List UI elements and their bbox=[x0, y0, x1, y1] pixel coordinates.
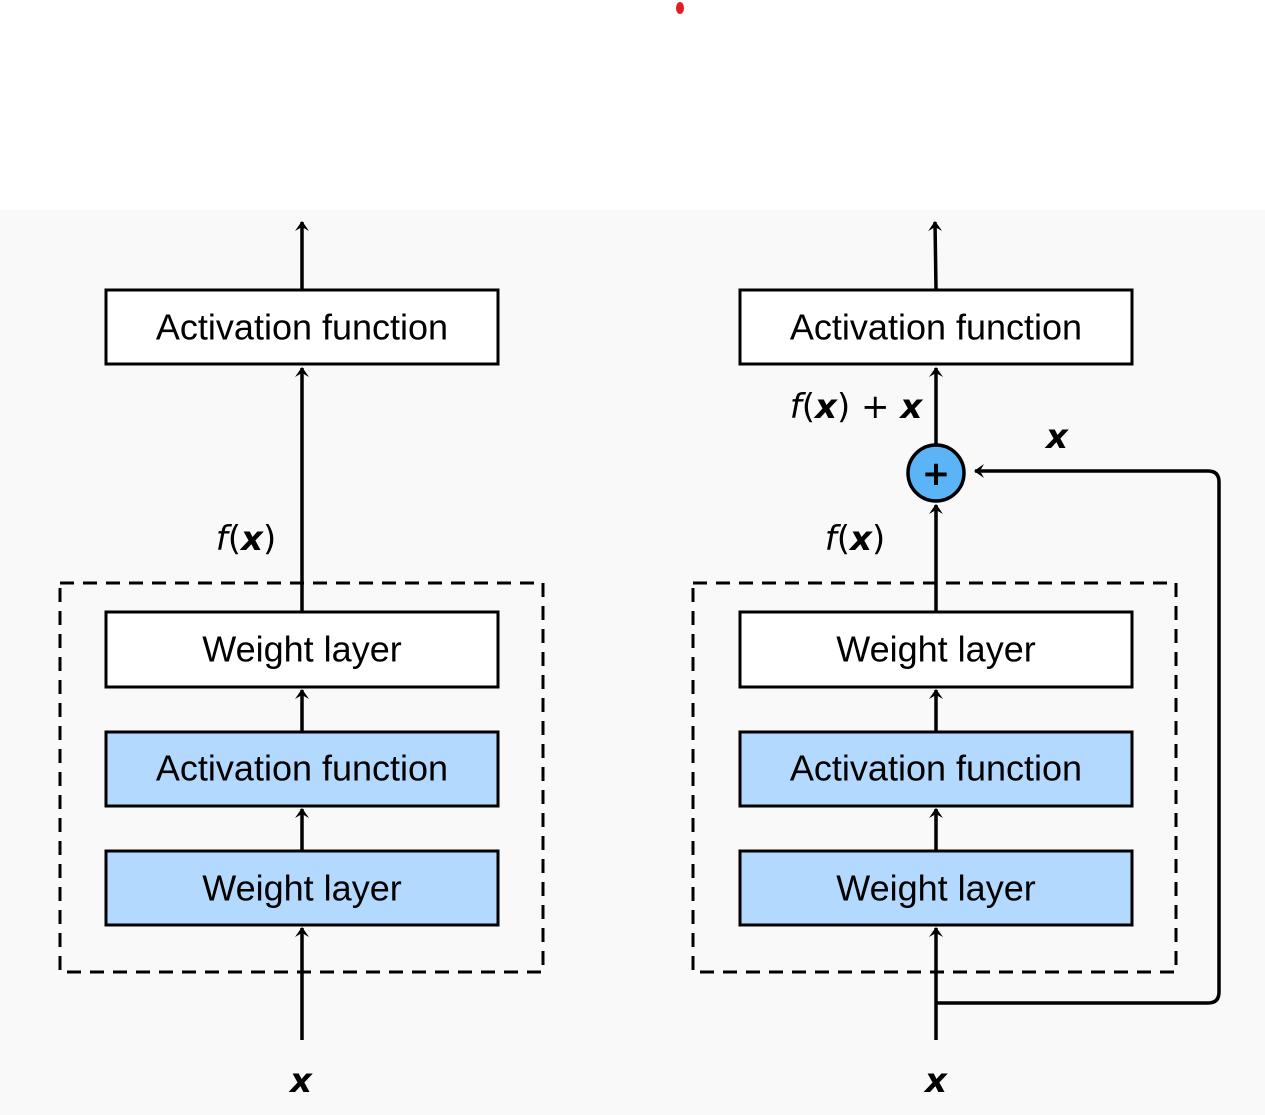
right-lower-weight-label: Weight layer bbox=[836, 868, 1035, 909]
right-residual-block: + Activation function Weight layer Activ… bbox=[691, 221, 1221, 1101]
left-fx-label: f(x) bbox=[216, 519, 276, 559]
right-inner-activation-label: Activation function bbox=[790, 748, 1082, 789]
skip-connection-label: x bbox=[1044, 417, 1069, 457]
right-lower-weight-box bbox=[738, 849, 1134, 927]
right-sum-label: f(x) + x bbox=[790, 387, 924, 427]
marker-dot bbox=[676, 2, 684, 14]
right-upper-weight-label: Weight layer bbox=[836, 629, 1035, 670]
left-lower-weight-box bbox=[104, 849, 500, 927]
right-top-activation-box bbox=[738, 288, 1134, 366]
adder-symbol: + bbox=[922, 454, 951, 494]
adder-circle bbox=[906, 443, 966, 503]
left-top-activation-box bbox=[104, 288, 500, 366]
left-upper-weight-label: Weight layer bbox=[202, 629, 401, 670]
left-upper-weight-box bbox=[104, 610, 500, 689]
right-upper-weight-box bbox=[738, 610, 1134, 689]
left-input-label: x bbox=[288, 1061, 313, 1101]
left-inner-activation-box bbox=[104, 730, 500, 808]
left-regular-block: Activation function Weight layer Activat… bbox=[58, 221, 545, 1101]
right-inner-activation-box bbox=[738, 730, 1134, 808]
skip-connection bbox=[936, 464, 1221, 1005]
right-output-arrow bbox=[928, 221, 943, 290]
right-input-label: x bbox=[923, 1061, 948, 1101]
right-top-activation-label: Activation function bbox=[790, 307, 1082, 348]
left-top-activation-label: Activation function bbox=[156, 307, 448, 348]
right-fx-label: f(x) bbox=[825, 519, 885, 559]
left-lower-weight-label: Weight layer bbox=[202, 868, 401, 909]
left-inner-activation-label: Activation function bbox=[156, 748, 448, 789]
